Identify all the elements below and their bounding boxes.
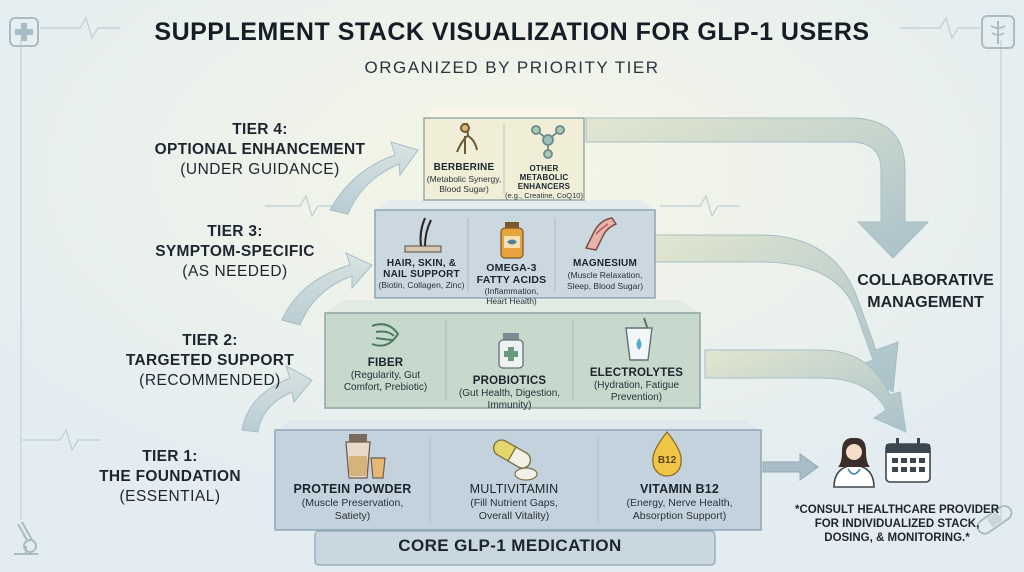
consult-note: *CONSULT HEALTHCARE PROVIDER FOR INDIVID…: [794, 504, 1000, 544]
heartbeat-lines: [20, 16, 980, 452]
fiber-strand-icon: [371, 323, 400, 347]
item-hair-skin-nail: HAIR, SKIN, & NAIL SUPPORT (Biotin, Coll…: [378, 258, 465, 290]
item-multivitamin: MULTIVITAMIN (Fill Nutrient Gaps, Overal…: [469, 482, 559, 522]
item-protein-powder: PROTEIN POWDER (Muscle Preservation, Sat…: [293, 482, 412, 522]
probiotic-bottle-icon: [498, 333, 524, 369]
item-probiotics: PROBIOTICS (Gut Health, Digestion, Immun…: [458, 375, 561, 411]
tier3-label: TIER 3: SYMPTOM-SPECIFIC (AS NEEDED): [155, 223, 315, 280]
capsule-icon: [492, 439, 538, 481]
provider-arrow: [762, 453, 819, 481]
page-subtitle: ORGANIZED BY PRIORITY TIER: [364, 58, 660, 77]
tier2-label: TIER 2: TARGETED SUPPORT (RECOMMENDED): [125, 332, 295, 389]
collaborative-management-label: COLLABORATIVE MANAGEMENT: [857, 272, 994, 311]
item-other-metabolic-enhancers: OTHER METABOLIC ENHANCERS (e.g., Creatin…: [505, 164, 583, 200]
hair-follicle-icon: [404, 217, 442, 253]
electrolyte-cup-icon: [625, 317, 653, 361]
calendar-icon: [885, 438, 931, 483]
collaboration-arrows: [585, 117, 930, 433]
tier4-label: TIER 4: OPTIONAL ENHANCEMENT (UNDER GUID…: [154, 121, 366, 178]
page-title: SUPPLEMENT STACK VISUALIZATION FOR GLP-1…: [154, 18, 870, 46]
tier1-label: TIER 1: THE FOUNDATION (ESSENTIAL): [99, 448, 241, 505]
molecule-icon: [531, 125, 565, 159]
b12-drop-icon: [652, 430, 682, 477]
item-vitamin-b12: VITAMIN B12 (Energy, Nerve Health, Absor…: [626, 482, 733, 522]
medical-cross-icon: [9, 17, 39, 47]
microscope-icon: [14, 521, 38, 555]
item-omega-3: OMEGA-3 FATTY ACIDS (Inflammation, Heart…: [476, 262, 547, 306]
item-magnesium: MAGNESIUM (Muscle Relaxation, Sleep, Blo…: [566, 258, 644, 291]
b12-badge-text: B12: [657, 455, 677, 466]
item-berberine: BERBERINE (Metabolic Synergy, Blood Suga…: [426, 162, 502, 194]
muscle-leg-icon: [584, 217, 618, 251]
doctor-icon: [833, 437, 875, 488]
protein-shaker-icon: [345, 434, 386, 479]
tier4-block: [423, 108, 585, 201]
ascending-arrows: [241, 141, 419, 433]
fish-oil-bottle-icon: [500, 222, 524, 259]
core-medication-label: CORE GLP-1 MEDICATION: [398, 536, 622, 555]
root-icon: [456, 123, 478, 154]
core-medication-bar: [314, 530, 716, 566]
item-fiber: FIBER (Regularity, Gut Comfort, Prebioti…: [343, 357, 428, 393]
item-electrolytes: ELECTROLYTES (Hydration, Fatigue Prevent…: [589, 367, 684, 403]
bandage-icon: [976, 504, 1013, 535]
caduceus-icon: [981, 15, 1015, 49]
